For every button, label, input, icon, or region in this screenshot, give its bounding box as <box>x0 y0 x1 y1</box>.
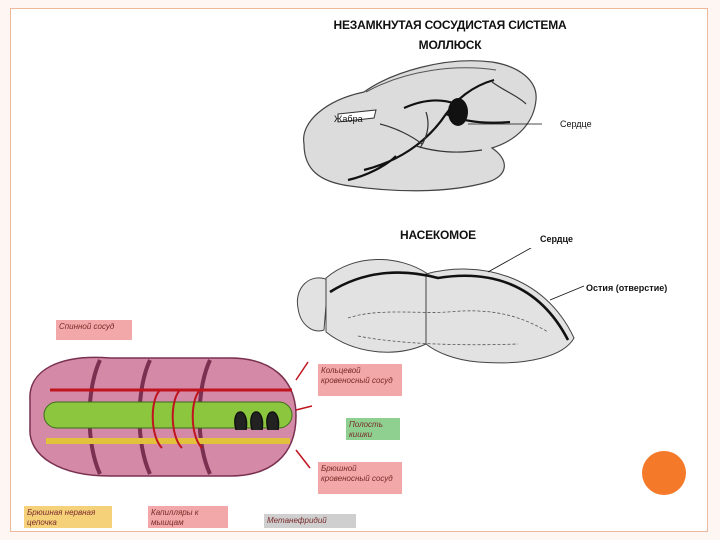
worm-ventral-label: Брюшной кровеносный сосуд <box>318 462 402 494</box>
worm-capillary-label: Капилляры к мышцам <box>148 506 228 528</box>
worm-metanephridium-label: Метанефридий <box>264 514 356 528</box>
insect-ostia-label: Остия (отверстие) <box>586 283 668 293</box>
worm-ventral-vessel <box>46 438 290 444</box>
mollusk-body-outline <box>303 60 537 192</box>
mollusk-vessel-main <box>347 78 511 182</box>
worm-capillaries <box>295 361 313 469</box>
decorative-orange-circle <box>642 451 686 495</box>
insect-dorsal-vessel <box>329 271 570 341</box>
worm-ring-vessel-label: Кольцевой кровеносный сосуд <box>318 364 402 396</box>
worm-nerve-label: Брюшная нервная цепочка <box>24 506 112 528</box>
insect-head <box>296 277 329 332</box>
worm-dorsal-label: Спинной сосуд <box>56 320 132 340</box>
earthworm-diagram <box>29 356 313 477</box>
mollusk-title-line2: МОЛЛЮСК <box>418 38 482 52</box>
insect-heart-pointer <box>487 248 532 273</box>
insect-title: НАСЕКОМОЕ <box>400 228 476 242</box>
worm-intestine-label: Полость кишки <box>346 418 400 440</box>
insect-ostia-pointer <box>549 285 585 301</box>
worm-metanephridium <box>234 411 280 431</box>
mollusk-shell-line <box>365 67 497 93</box>
insect-abdomen <box>425 268 575 364</box>
insect-flow-lines <box>347 310 549 346</box>
mollusk-gill <box>337 109 377 123</box>
mollusk-title-line1: НЕЗАМКНУТАЯ СОСУДИСТАЯ СИСТЕМА <box>333 18 567 32</box>
worm-ring-vessels <box>151 389 203 449</box>
mollusk-diagram <box>303 60 542 192</box>
worm-intestine <box>43 401 293 429</box>
mollusk-heart <box>448 98 468 126</box>
mollusk-vessel-branches <box>379 81 527 153</box>
insect-heart-label: Сердце <box>540 234 574 244</box>
insect-diagram <box>296 248 585 364</box>
mollusk-gill-label: Жабра <box>334 114 363 124</box>
mollusk-heart-label: Сердце <box>560 119 592 129</box>
